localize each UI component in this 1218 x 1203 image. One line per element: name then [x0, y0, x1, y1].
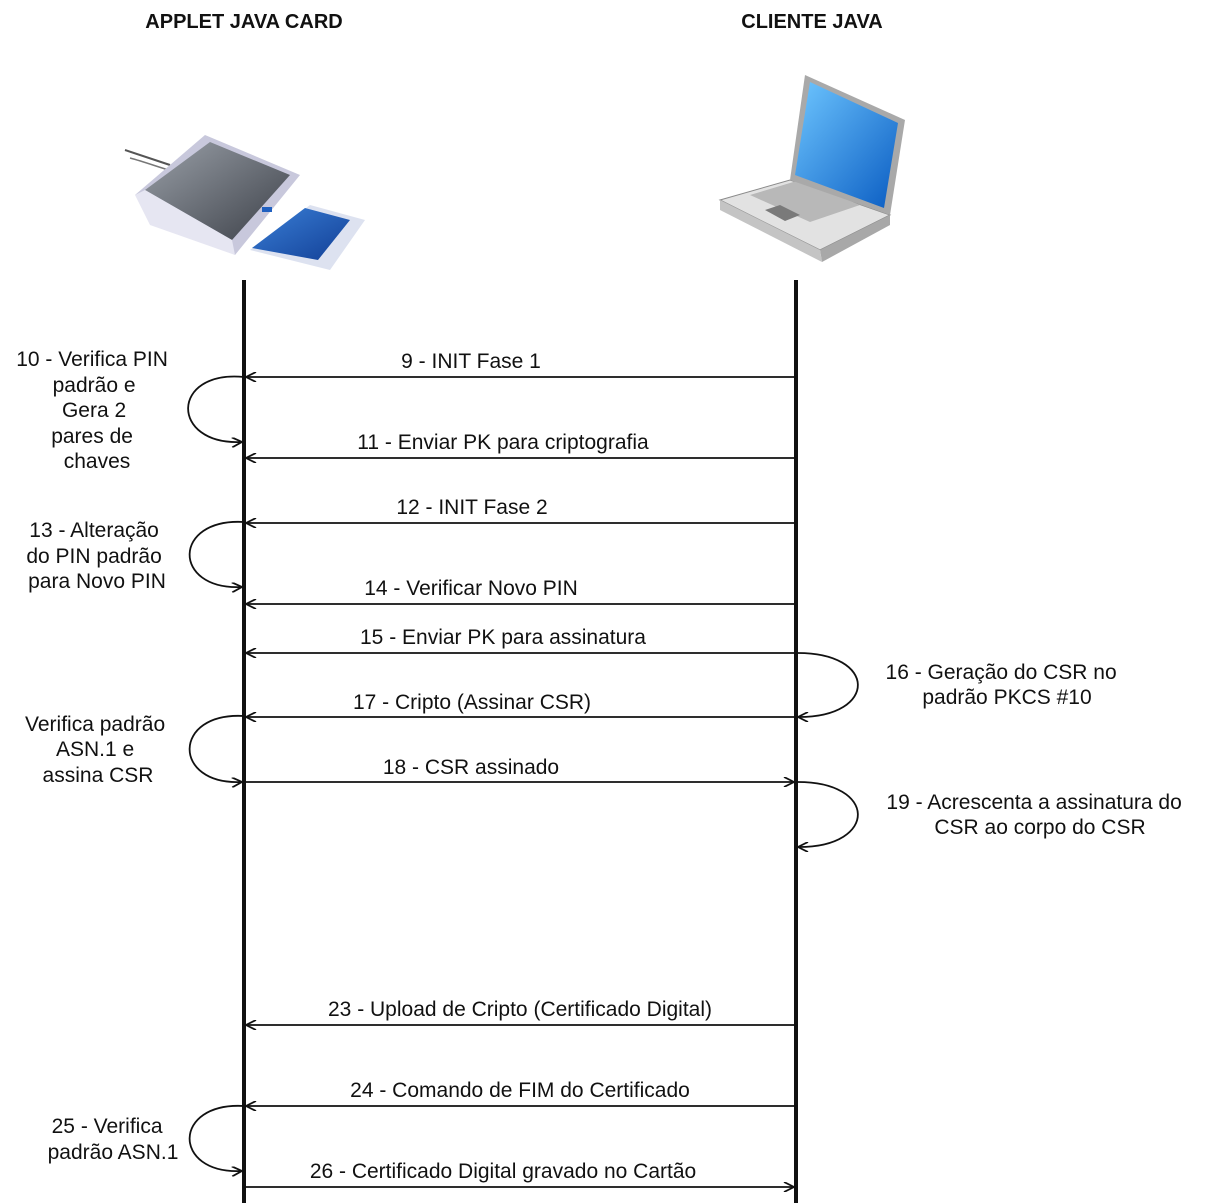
message-23: 23 - Upload de Cripto (Certificado Digit…: [247, 998, 796, 1025]
message-label: 11 - Enviar PK para criptografia: [357, 431, 649, 454]
message-15: 15 - Enviar PK para assinatura: [247, 626, 796, 653]
self-action-label: Verifica padrão ASN.1 e assina CSR: [25, 713, 171, 787]
self-action-label: 19 - Acrescenta a assinatura do CSR ao c…: [886, 791, 1187, 839]
message-label: 23 - Upload de Cripto (Certificado Digit…: [328, 998, 712, 1021]
self-action-label: 16 - Geração do CSR no padrão PKCS #10: [886, 661, 1123, 709]
message-11: 11 - Enviar PK para criptografia: [247, 431, 796, 458]
message-label: 17 - Cripto (Assinar CSR): [353, 691, 591, 714]
self-action-25: 25 - Verifica padrão ASN.1: [48, 1105, 245, 1171]
laptop-icon: [718, 75, 905, 262]
self-action-16: 16 - Geração do CSR no padrão PKCS #10: [795, 652, 1123, 717]
message-18: 18 - CSR assinado: [244, 756, 793, 782]
self-action-13: 13 - Alteração do PIN padrão para Novo P…: [26, 519, 245, 593]
message-9: 9 - INIT Fase 1: [247, 350, 796, 377]
self-action-10: 10 - Verifica PIN padrão e Gera 2 pares …: [16, 348, 245, 473]
participant-title-client: CLIENTE JAVA: [741, 11, 883, 33]
message-label: 14 - Verificar Novo PIN: [364, 577, 578, 600]
message-label: 9 - INIT Fase 1: [401, 350, 541, 373]
participant-title-applet: APPLET JAVA CARD: [145, 11, 342, 33]
message-14: 14 - Verificar Novo PIN: [247, 577, 796, 604]
message-label: 18 - CSR assinado: [383, 756, 559, 779]
self-action-19: 19 - Acrescenta a assinatura do CSR ao c…: [795, 781, 1187, 847]
message-12: 12 - INIT Fase 2: [247, 496, 796, 523]
smart-card-reader-icon: [124, 135, 365, 270]
self-action-asn1-sign: Verifica padrão ASN.1 e assina CSR: [25, 713, 245, 787]
message-label: 15 - Enviar PK para assinatura: [360, 626, 646, 649]
message-label: 12 - INIT Fase 2: [396, 496, 547, 519]
self-action-label: 10 - Verifica PIN padrão e Gera 2 pares …: [16, 348, 174, 473]
message-24: 24 - Comando de FIM do Certificado: [247, 1079, 796, 1106]
message-label: 26 - Certificado Digital gravado no Cart…: [310, 1160, 696, 1183]
message-26: 26 - Certificado Digital gravado no Cart…: [244, 1160, 793, 1187]
self-action-label: 13 - Alteração do PIN padrão para Novo P…: [26, 519, 167, 593]
message-17: 17 - Cripto (Assinar CSR): [247, 691, 796, 717]
self-action-label: 25 - Verifica padrão ASN.1: [48, 1115, 179, 1164]
message-label: 24 - Comando de FIM do Certificado: [350, 1079, 690, 1102]
